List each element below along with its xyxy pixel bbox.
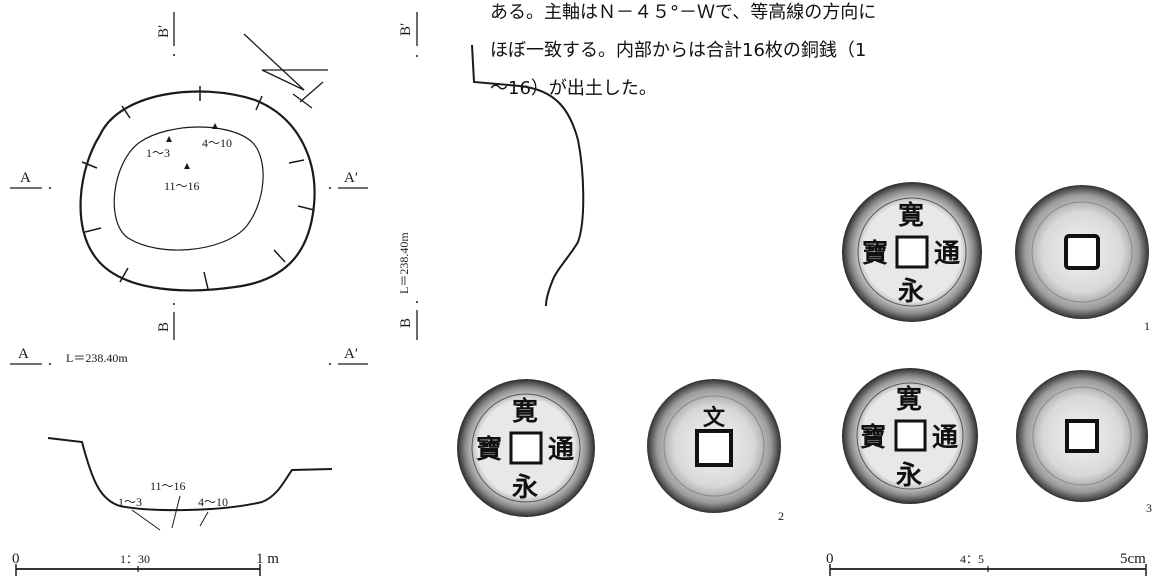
section-label-a-prime: A′ (344, 346, 358, 362)
section-label-b-prime: B′ (398, 23, 414, 36)
text-block: ある。主軸はＮ－４５°－Ｗで、等高線の方向に ほぼ一致する。内部からは合計16枚… (490, 2, 876, 99)
plan-label-a-prime: A′ (344, 170, 358, 186)
coin-3-char-right: 通 (932, 423, 958, 453)
scale-right-end: 5cm (1120, 551, 1146, 567)
coin-number-2: 2 (778, 509, 784, 523)
coin-2-char-left: 寶 (476, 434, 502, 465)
plan-label-a: A (20, 170, 31, 186)
scale-bar-left: 0 1：30 1 m (12, 551, 279, 576)
pit-outer-outline (79, 90, 316, 292)
slope-hachures (81, 86, 315, 290)
coin-2-reverse: 文 (647, 379, 781, 513)
find-marker-3 (184, 163, 190, 169)
coin-3-reverse (1016, 370, 1148, 502)
coin-3-char-bottom: 永 (896, 461, 922, 491)
text-line-2: ほぼ一致する。内部からは合計16枚の銅銭（1 (490, 40, 866, 61)
scale-right-zero: 0 (826, 551, 834, 567)
coin-1-obverse: 寛 永 通 寶 (842, 182, 982, 322)
section-b-profile (471, 44, 585, 307)
section-point-label-2: 4〜10 (198, 495, 228, 509)
coin-3-char-left: 寶 (860, 422, 886, 453)
text-line-1: ある。主軸はＮ－４５°－Ｗで、等高線の方向に (490, 2, 876, 23)
plan-point-label-2: 4〜10 (202, 136, 232, 150)
plan-point-label-1: 1〜3 (146, 146, 170, 160)
plan-view: 1〜3 4〜10 11〜16 A A′ B′ B (10, 12, 368, 340)
coin-1-char-bottom: 永 (898, 277, 924, 307)
coin-number-1: 1 (1144, 319, 1150, 333)
section-label-a: A (18, 346, 29, 362)
section-label-b: B (398, 318, 414, 328)
scale-bar-right: 0 4：5 5cm (826, 551, 1147, 576)
section-ab-profile (47, 437, 333, 512)
find-marker-1 (166, 136, 172, 142)
scale-left-ratio: 1：30 (120, 552, 150, 566)
plan-point-label-3: 11〜16 (164, 179, 200, 193)
coin-2-char-top: 寛 (512, 396, 538, 427)
coin-3-char-top: 寛 (896, 384, 922, 415)
coin-2-char-bottom: 永 (512, 473, 538, 503)
north-arrow-icon (243, 33, 328, 109)
coin-1-char-right: 通 (934, 239, 960, 269)
find-marker-2 (212, 123, 218, 129)
text-line-3: 〜16）が出土した。 (490, 78, 657, 99)
coin-1-reverse (1015, 185, 1149, 319)
coin-number-3: 3 (1146, 501, 1152, 515)
pit-inner-outline (113, 126, 264, 251)
coin-3-obverse: 寛 永 通 寶 (842, 368, 978, 504)
scale-left-end: 1 m (256, 551, 279, 567)
scale-left-zero: 0 (12, 551, 20, 567)
section-level-ab: L＝238.40m (66, 351, 128, 365)
section-a-a: A L＝238.40m A′ 11〜16 1〜3 4〜10 (10, 346, 368, 531)
section-point-label-3: 11〜16 (150, 479, 186, 493)
section-b-b: B′ L＝238.40m B (397, 12, 585, 340)
scale-right-ratio: 4：5 (960, 552, 984, 566)
section-level-b: L＝238.40m (397, 232, 411, 294)
coin-2-obverse: 寛 永 通 寶 (457, 379, 595, 517)
coin-2-char-right: 通 (548, 435, 574, 465)
plan-label-b: B (156, 322, 172, 332)
coin-2-reverse-char: 文 (703, 405, 726, 431)
coin-1-char-top: 寛 (898, 200, 924, 231)
coin-1-char-left: 寶 (862, 238, 888, 269)
plan-label-b-prime: B′ (156, 25, 172, 38)
section-point-label-1: 1〜3 (118, 495, 142, 509)
